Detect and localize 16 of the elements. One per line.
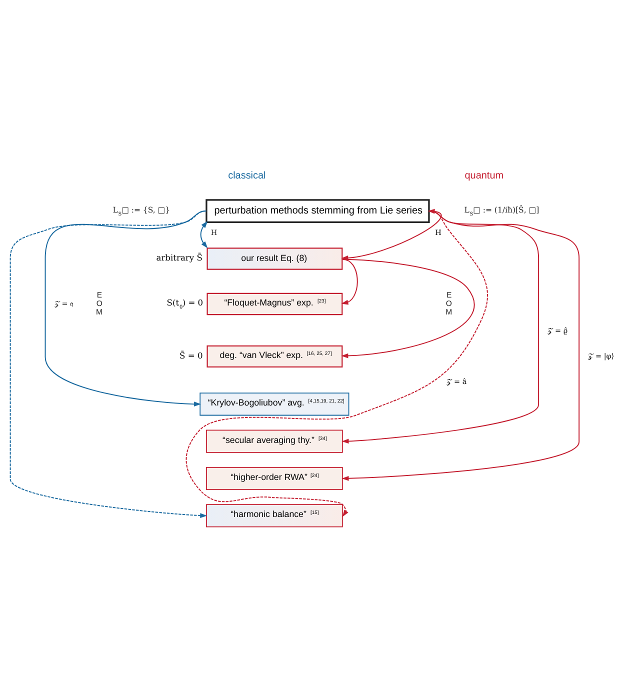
arrow (341, 258, 475, 358)
label: classical (228, 170, 266, 182)
node-box: perturbation methods stemming from Lie series (206, 199, 430, 223)
node-label: S̄ = 0 (180, 350, 203, 360)
arrow (44, 210, 207, 407)
arrow (200, 220, 208, 248)
arrow (186, 210, 488, 517)
node-box: “secular averaging thy.” $^{[34]}$ (206, 430, 343, 453)
arrow (10, 210, 208, 518)
node-label: S(t$_{0}$) = 0 (166, 297, 204, 310)
label: quantum (464, 170, 504, 182)
node-box: “higher-order RWA” $^{[24]}$ (206, 466, 343, 490)
arrow (341, 258, 358, 305)
node-box: “harmonic balance” $^{[15]}$ (206, 504, 343, 528)
node-label: arbitrary S̄ (156, 252, 202, 263)
node-box: “Krylov-Bogoliubov” avg. $^{[4,15,19, 21, 22]}$ (200, 392, 350, 416)
